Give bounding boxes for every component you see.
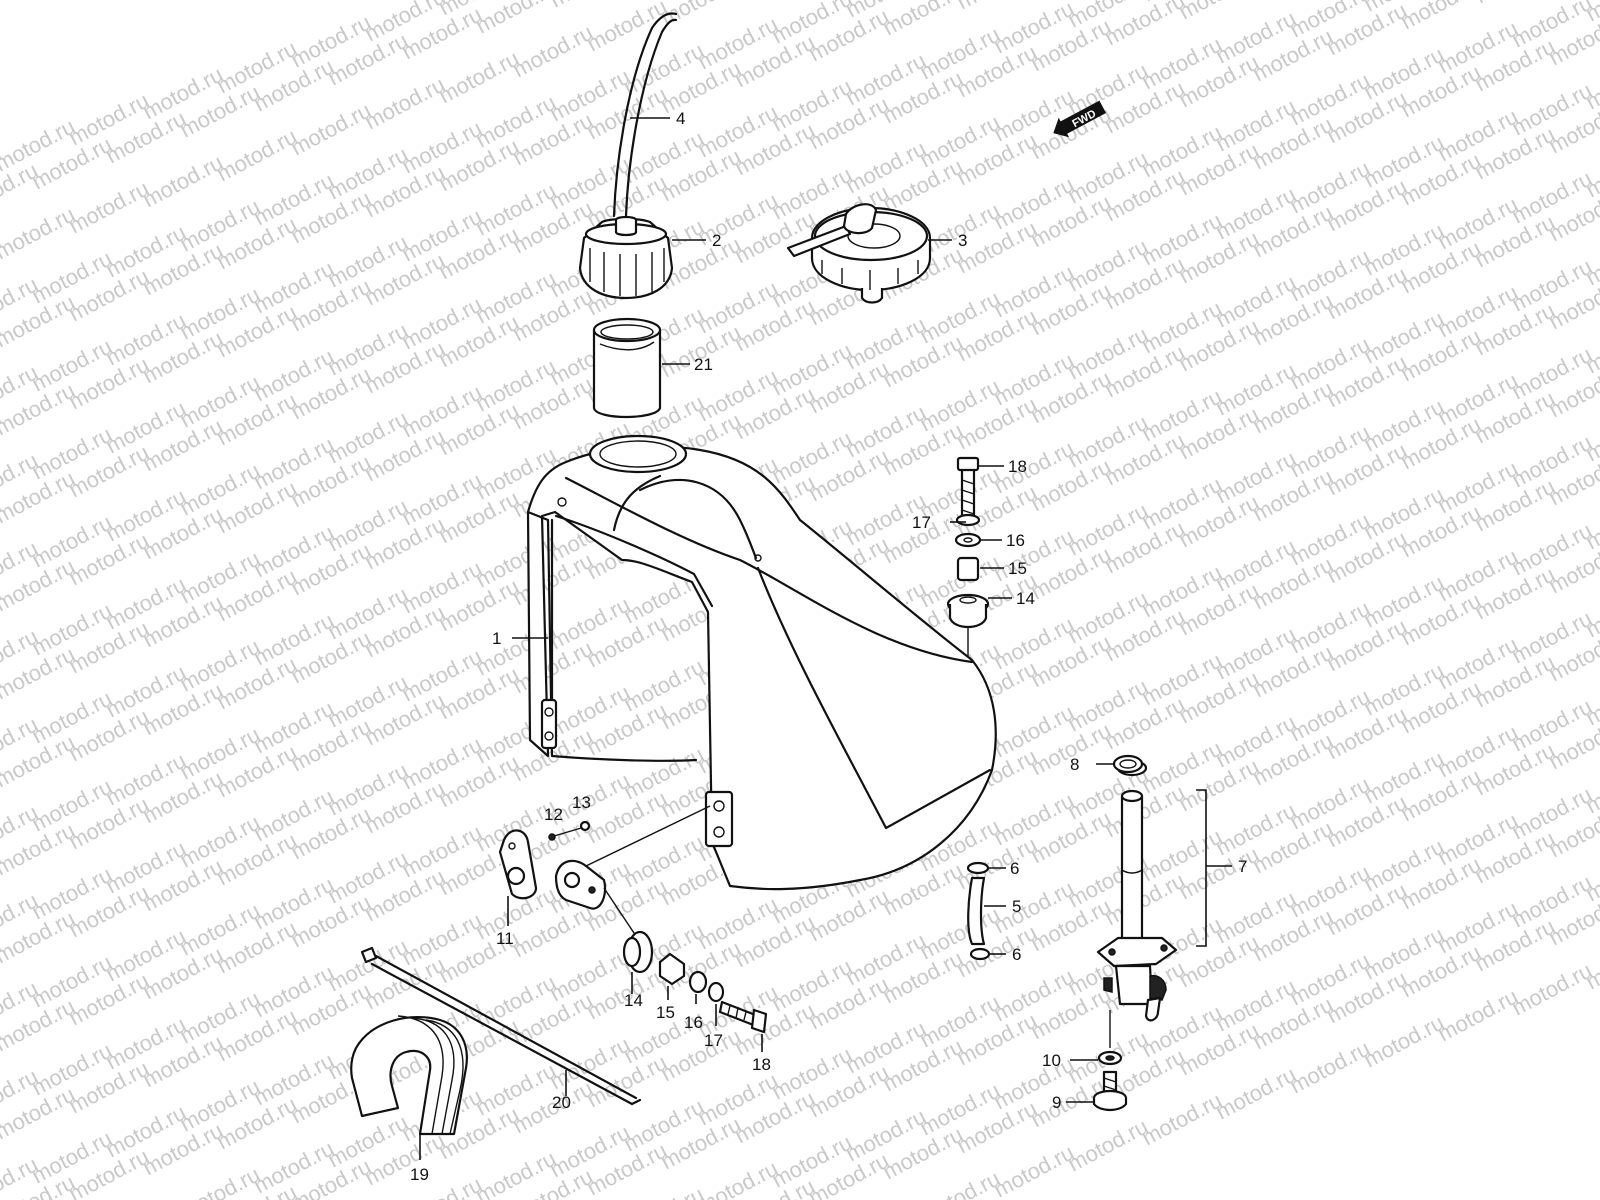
callout-16-upper: 16 bbox=[1006, 531, 1025, 550]
watermark-text: motod.ru bbox=[546, 0, 634, 12]
lower-mount-stack bbox=[498, 805, 768, 1034]
breather-hose bbox=[612, 12, 678, 218]
watermark-text: motod.ru bbox=[953, 0, 1041, 14]
watermark-text: motod.ru bbox=[731, 0, 819, 4]
callout-20: 20 bbox=[552, 1093, 571, 1112]
callout-17-upper: 17 bbox=[912, 513, 931, 532]
callout-9: 9 bbox=[1052, 1093, 1061, 1112]
cable-tie bbox=[360, 946, 642, 1106]
callout-11: 11 bbox=[496, 929, 514, 948]
watermark-text: motod.ru bbox=[435, 46, 523, 109]
callout-2: 2 bbox=[712, 231, 721, 250]
watermark-text: motod.ru bbox=[509, 20, 597, 83]
fuel-cap bbox=[578, 215, 674, 300]
callout-7: 7 bbox=[1238, 857, 1247, 876]
watermark-text: motod.ru bbox=[1360, 1010, 1448, 1073]
callout-17-lower: 17 bbox=[704, 1031, 723, 1050]
callout-3: 3 bbox=[958, 231, 967, 250]
watermark-text: motod.ru bbox=[1397, 0, 1485, 34]
callout-19: 19 bbox=[410, 1165, 429, 1184]
callout-10: 10 bbox=[1042, 1051, 1061, 1070]
watermark-text: motod.ru bbox=[1138, 1088, 1226, 1151]
watermark-text: motod.ru bbox=[139, 150, 227, 213]
callout-1: 1 bbox=[492, 629, 501, 648]
forward-arrow-icon bbox=[1053, 100, 1107, 138]
callout-4: 4 bbox=[676, 109, 685, 128]
watermark-text: motod.ru bbox=[1064, 1114, 1152, 1177]
watermark-text: motod.ru bbox=[472, 0, 560, 38]
o-ring bbox=[1112, 754, 1144, 774]
watermark-text: motod.ru bbox=[1175, 0, 1263, 24]
leader-lines bbox=[419, 117, 1232, 1160]
washer-and-screw bbox=[1092, 1050, 1128, 1112]
callout-6-lower: 6 bbox=[1012, 945, 1021, 964]
fuel-cock-assembly bbox=[1096, 759, 1207, 1048]
watermark-text: motod.ru bbox=[176, 1162, 264, 1200]
watermark-text: motod.ru bbox=[0, 202, 79, 265]
callout-18-lower: 18 bbox=[752, 1055, 771, 1074]
upper-mount-stack bbox=[946, 456, 990, 656]
callout-labels: 4 2 3 21 1 18 17 16 15 14 8 7 6 5 6 10 9… bbox=[410, 109, 1247, 1184]
callout-14-upper: 14 bbox=[1016, 589, 1035, 608]
watermark-text: motod.ru bbox=[213, 124, 301, 187]
watermark-text: motod.ru bbox=[1286, 1036, 1374, 1099]
callout-14-lower: 14 bbox=[624, 991, 643, 1010]
watermark-text: motod.ru bbox=[1508, 958, 1596, 1021]
callout-15-lower: 15 bbox=[656, 1003, 675, 1022]
callout-18-upper: 18 bbox=[1008, 457, 1027, 476]
filler-neck-sleeve bbox=[592, 317, 662, 419]
o-ring-inner bbox=[1119, 759, 1137, 769]
fuel-tank bbox=[526, 434, 997, 891]
callout-6-upper: 6 bbox=[1010, 859, 1019, 878]
watermark-text: motod.ru bbox=[1434, 984, 1522, 1047]
watermark-text: motod.ru bbox=[879, 0, 967, 40]
watermark-text: motod.ru bbox=[1212, 1062, 1300, 1125]
callout-21: 21 bbox=[694, 355, 713, 374]
watermark-text: motod.ru bbox=[990, 1140, 1078, 1200]
fuel-hose bbox=[966, 861, 991, 961]
watermark-text: motod.ru bbox=[657, 0, 745, 30]
locking-fuel-cap bbox=[786, 203, 932, 304]
watermark-text: motod.ru bbox=[287, 98, 375, 161]
callout-15-upper: 15 bbox=[1008, 559, 1027, 578]
callout-8: 8 bbox=[1070, 755, 1079, 774]
watermark-text: motod.ru bbox=[361, 72, 449, 135]
callout-12: 12 bbox=[544, 805, 563, 824]
callout-5: 5 bbox=[1012, 897, 1021, 916]
callout-13: 13 bbox=[572, 793, 591, 812]
watermark-text: motod.ru bbox=[65, 176, 153, 239]
callout-16-lower: 16 bbox=[684, 1013, 703, 1032]
watermark-text: motod.ru bbox=[1471, 0, 1559, 8]
protector-pad bbox=[350, 1015, 468, 1136]
